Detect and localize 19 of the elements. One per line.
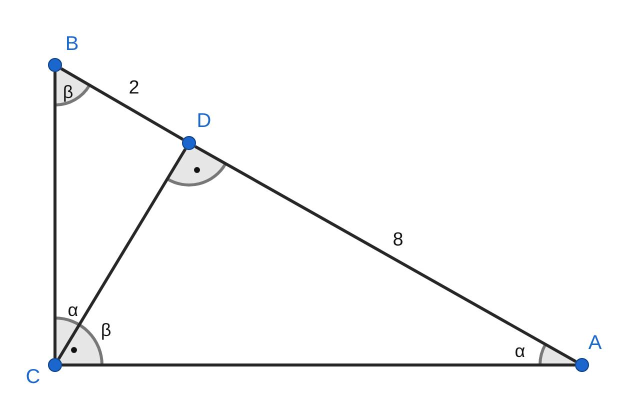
- line-segment: [62, 364, 575, 366]
- angle-label: β: [100, 321, 112, 339]
- point-marker: [182, 136, 196, 150]
- angle-label: β: [62, 83, 74, 101]
- point-marker: [48, 58, 62, 72]
- edge-label: 2: [128, 78, 140, 98]
- point-label: A: [588, 333, 602, 353]
- line-segment: [60, 67, 184, 141]
- line-segment: [57, 148, 187, 360]
- line-segment: [194, 145, 577, 363]
- angle-label: α: [514, 342, 526, 360]
- line-segment: [54, 72, 56, 358]
- point-marker: [575, 358, 589, 372]
- point-label: D: [196, 111, 212, 131]
- point-label: C: [26, 367, 40, 387]
- angle-label: α: [68, 301, 78, 319]
- edge-label: 8: [392, 230, 404, 250]
- point-label: B: [65, 34, 79, 54]
- point-marker: [48, 358, 62, 372]
